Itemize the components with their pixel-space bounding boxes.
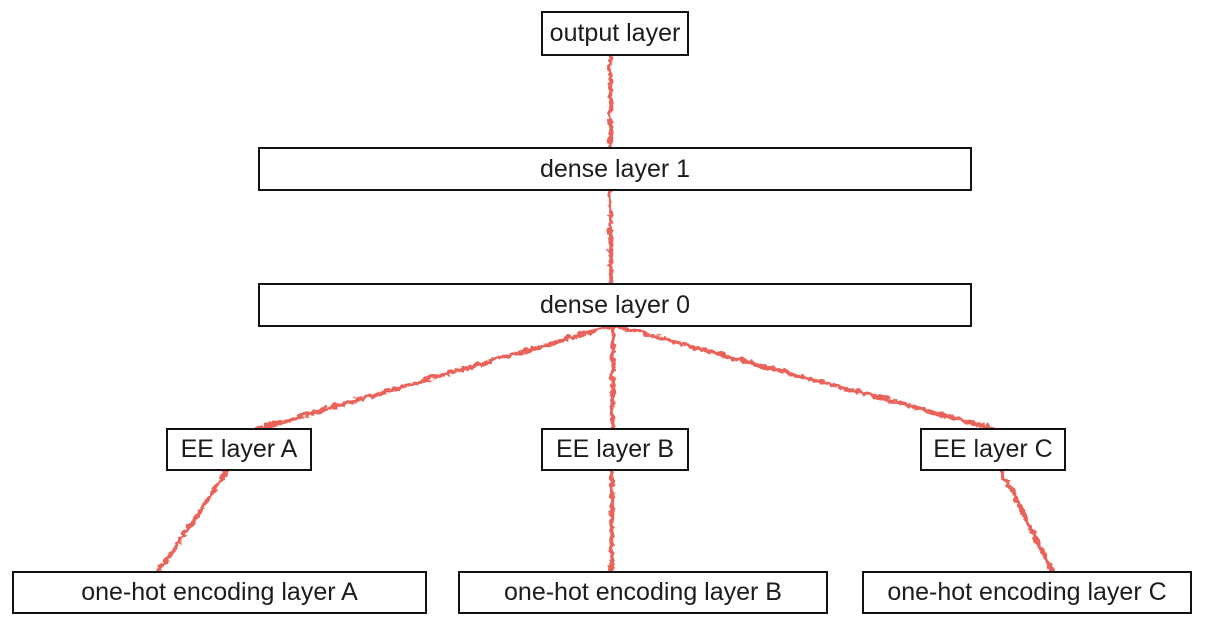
edge-ee-c-to-onehot-c [997,465,1057,579]
node-ee-layer-c-label: EE layer C [933,435,1053,463]
node-ee-layer-c: EE layer C [920,428,1066,471]
node-onehot-encoding-layer-c-label: one-hot encoding layer C [887,578,1167,606]
edge-ee-a-to-onehot-a [151,465,230,578]
node-onehot-encoding-layer-c: one-hot encoding layer C [862,571,1192,614]
node-output-layer-label: output layer [549,19,681,47]
node-onehot-encoding-layer-b: one-hot encoding layer B [458,571,828,614]
edge-dense0-to-ee-layer-b [608,321,615,435]
edge-dense0-to-ee-layer-c [609,321,997,431]
node-ee-layer-b-label: EE layer B [555,435,675,463]
node-dense-layer-0: dense layer 0 [258,283,972,327]
node-onehot-encoding-layer-b-label: one-hot encoding layer B [504,578,782,606]
node-ee-layer-b: EE layer B [541,428,689,471]
node-onehot-encoding-layer-a-label: one-hot encoding layer A [81,578,358,606]
node-ee-layer-a: EE layer A [166,428,312,471]
node-dense-layer-1: dense layer 1 [258,147,972,191]
node-output-layer: output layer [541,11,689,56]
node-onehot-encoding-layer-a: one-hot encoding layer A [12,571,427,614]
node-ee-layer-a-label: EE layer A [180,435,298,463]
node-dense-layer-1-label: dense layer 1 [539,154,691,183]
node-dense-layer-0-label: dense layer 0 [539,290,691,319]
edge-ee-b-to-onehot-b [607,465,614,578]
edge-dense0-to-ee-layer-a [239,321,615,435]
